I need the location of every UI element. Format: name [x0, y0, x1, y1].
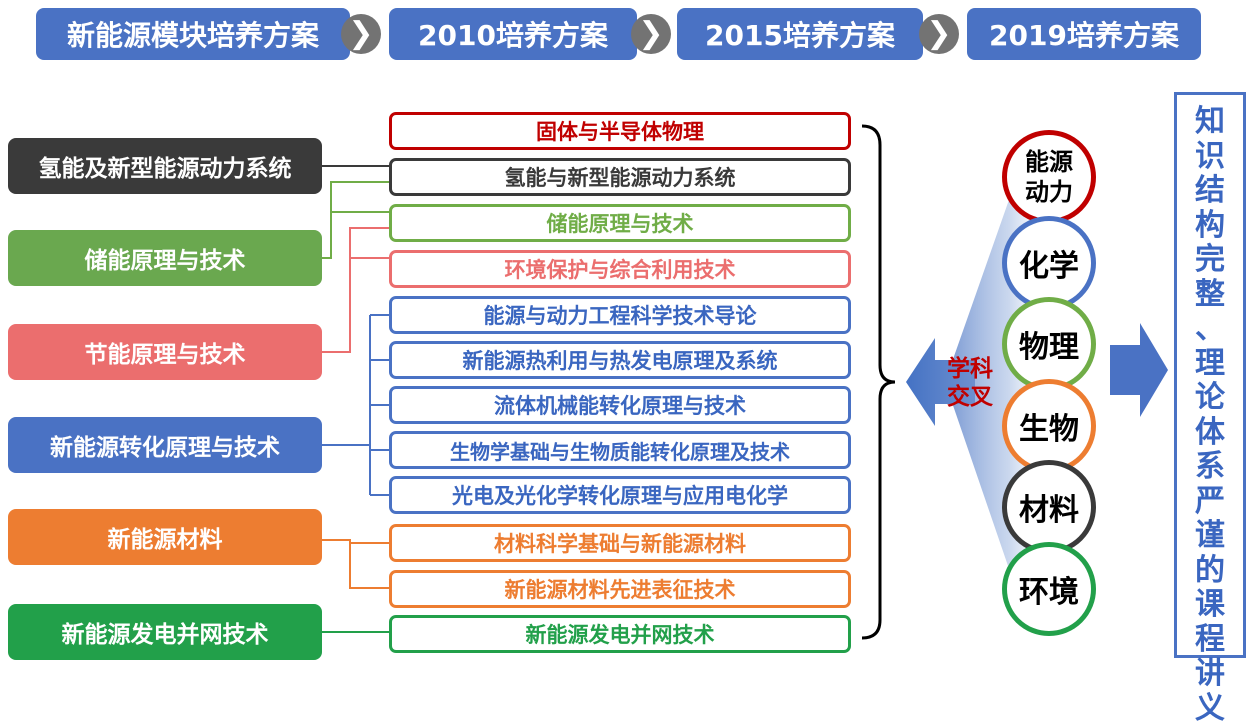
outcome-char: 程	[1177, 623, 1243, 658]
outcome-char: 严	[1177, 485, 1243, 520]
cross-line-2: 交叉	[940, 383, 1000, 411]
outcome-char: 知	[1177, 105, 1243, 140]
course-item: 光电及光化学转化原理与应用电化学	[389, 476, 851, 514]
outcome-char: 整	[1177, 278, 1243, 313]
outcome-box: 知识结构完整、理论体系严谨的课程讲义	[1174, 92, 1246, 658]
discipline-physics: 物理	[1002, 297, 1096, 391]
module-conversion: 新能源转化原理与技术	[8, 417, 322, 473]
discipline-materials: 材料	[1002, 460, 1096, 554]
discipline-biology: 生物	[1002, 379, 1096, 473]
course-item: 新能源材料先进表征技术	[389, 570, 851, 608]
discipline-label: 物理	[1019, 322, 1079, 366]
discipline-label: 化学	[1019, 241, 1079, 285]
outcome-char: 义	[1177, 692, 1243, 726]
outcome-char: 构	[1177, 209, 1243, 244]
outcome-char: 体	[1177, 416, 1243, 451]
discipline-line: 动力	[1025, 177, 1073, 207]
module-hydrogen: 氢能及新型能源动力系统	[8, 138, 322, 194]
discipline-energy: 能源动力	[1002, 130, 1096, 224]
outcome-char: 、	[1177, 312, 1243, 347]
cross-discipline-label: 学科 交叉	[940, 355, 1000, 411]
course-item: 新能源发电并网技术	[389, 615, 851, 653]
outcome-char: 识	[1177, 140, 1243, 175]
module-materials: 新能源材料	[8, 509, 322, 565]
course-item: 新能源热利用与热发电原理及系统	[389, 341, 851, 379]
discipline-chemistry: 化学	[1002, 216, 1096, 310]
outcome-char: 完	[1177, 243, 1243, 278]
discipline-label: 材料	[1019, 485, 1079, 529]
outcome-char: 的	[1177, 554, 1243, 589]
outcome-char: 系	[1177, 450, 1243, 485]
discipline-label: 环境	[1019, 567, 1079, 611]
outcome-text: 知识结构完整、理论体系严谨的课程讲义	[1177, 105, 1243, 726]
course-item: 流体机械能转化原理与技术	[389, 386, 851, 424]
cross-line-1: 学科	[940, 355, 1000, 383]
course-item: 材料科学基础与新能源材料	[389, 524, 851, 562]
course-item: 固体与半导体物理	[389, 112, 851, 150]
module-storage: 储能原理与技术	[8, 230, 322, 286]
course-item: 氢能与新型能源动力系统	[389, 158, 851, 196]
outcome-char: 课	[1177, 588, 1243, 623]
outcome-char: 谨	[1177, 519, 1243, 554]
outcome-char: 论	[1177, 381, 1243, 416]
outcome-char: 理	[1177, 347, 1243, 382]
course-item: 能源与动力工程科学技术导论	[389, 296, 851, 334]
course-item: 环境保护与综合利用技术	[389, 250, 851, 288]
discipline-line: 能源	[1025, 147, 1073, 177]
discipline-environment: 环境	[1002, 542, 1096, 636]
discipline-label: 生物	[1019, 404, 1079, 448]
course-item: 生物学基础与生物质能转化原理及技术	[389, 431, 851, 469]
course-item: 储能原理与技术	[389, 204, 851, 242]
outcome-char: 结	[1177, 174, 1243, 209]
module-energy-saving: 节能原理与技术	[8, 324, 322, 380]
module-grid: 新能源发电并网技术	[8, 604, 322, 660]
outcome-char: 讲	[1177, 657, 1243, 692]
